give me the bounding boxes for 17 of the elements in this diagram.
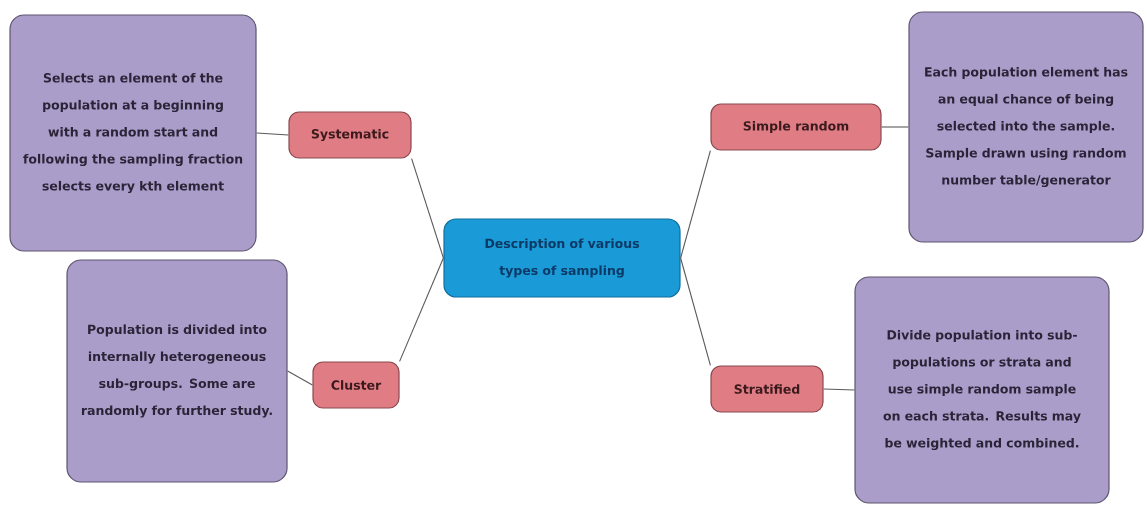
connector-line <box>287 370 313 386</box>
method-box: Simple random <box>710 103 882 151</box>
connector-line <box>823 388 855 391</box>
connector-line <box>411 158 444 259</box>
topic-box: Description of various types of sampling <box>443 218 681 298</box>
method-box: Stratified <box>710 365 824 413</box>
method-box: Systematic <box>288 111 412 159</box>
connector-line <box>399 257 444 362</box>
description-box: Selects an element of the population at a beginning with a random start and following the sampling fraction selects every kth element <box>9 14 257 252</box>
description-box: Divide population into sub-populations or strata and use simple random sample on each strata. Results may be weighted and combined. <box>854 276 1110 504</box>
description-box: Each population element has an equal chance of being selected into the sample. Sample drawn using random number table/generator <box>908 11 1144 243</box>
connector-line <box>881 126 909 128</box>
description-box: Population is divided into internally heterogeneous sub-groups. Some are randomly for further study. <box>66 259 288 483</box>
method-box: Cluster <box>312 361 400 409</box>
connector-line <box>680 150 711 259</box>
connector-line <box>680 257 711 366</box>
connector-line <box>256 132 289 136</box>
